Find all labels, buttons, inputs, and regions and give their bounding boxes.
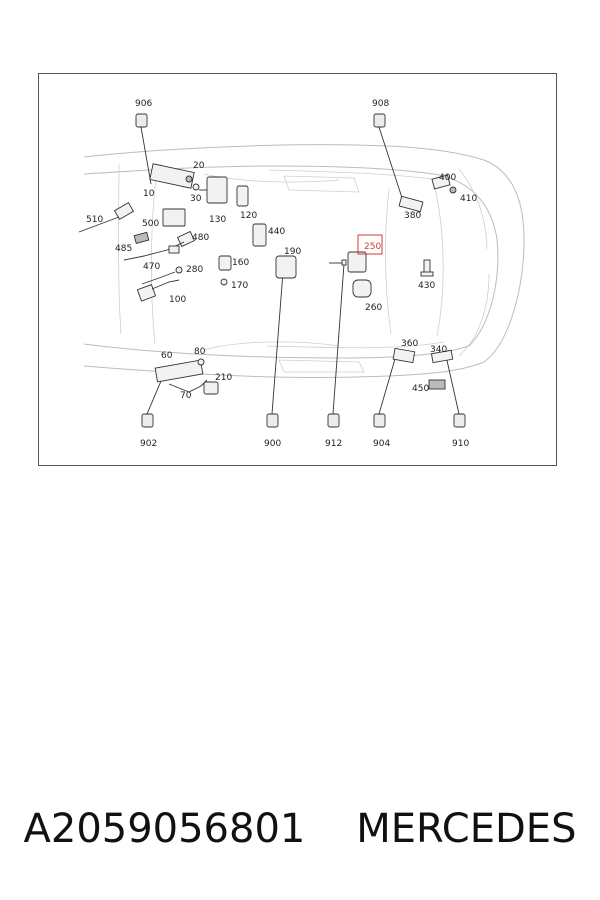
- part-360-340-icon: [392, 347, 454, 364]
- label-280: 280: [186, 265, 203, 275]
- part-30-icon: [192, 183, 200, 191]
- label-250: 250: [364, 242, 381, 252]
- connector-906-icon: [135, 113, 152, 185]
- part-250-icon: [329, 234, 383, 273]
- label-900: 900: [264, 439, 281, 449]
- label-910: 910: [452, 439, 469, 449]
- label-120: 120: [240, 211, 257, 221]
- connector-904-icon: [373, 351, 398, 428]
- label-470: 470: [143, 262, 160, 272]
- connector-910-icon: [445, 355, 466, 428]
- part-120-icon: [236, 185, 249, 207]
- label-60: 60: [161, 351, 173, 361]
- label-510: 510: [86, 215, 103, 225]
- part-130-icon: [199, 176, 228, 204]
- part-450-icon: [428, 379, 446, 390]
- label-912: 912: [325, 439, 342, 449]
- label-190: 190: [284, 247, 301, 257]
- label-210: 210: [215, 373, 232, 383]
- label-904: 904: [373, 439, 390, 449]
- diagram-frame: 906 908 20 10 30 130 120 510 500 485 480…: [38, 73, 557, 466]
- label-906: 906: [135, 99, 152, 109]
- label-500: 500: [142, 219, 159, 229]
- label-360: 360: [401, 339, 418, 349]
- label-410: 410: [460, 194, 477, 204]
- part-500-icon: [162, 208, 186, 227]
- label-160: 160: [232, 258, 249, 268]
- part-485-icon: [133, 231, 150, 244]
- part-510-icon: [78, 202, 135, 233]
- label-908: 908: [372, 99, 389, 109]
- part-labels: 906 908 20 10 30 130 120 510 500 485 480…: [86, 99, 477, 449]
- part-170-icon: [220, 278, 228, 286]
- part-430-icon: [420, 259, 434, 277]
- label-70: 70: [180, 391, 192, 401]
- part-380-icon: [398, 195, 424, 213]
- label-430: 430: [418, 281, 435, 291]
- part-60-80-icon: [154, 358, 205, 383]
- label-30: 30: [190, 194, 202, 204]
- label-100: 100: [169, 295, 186, 305]
- label-380: 380: [404, 211, 421, 221]
- label-130: 130: [209, 215, 226, 225]
- label-260: 260: [365, 303, 382, 313]
- connector-912-icon: [327, 263, 345, 428]
- label-170: 170: [231, 281, 248, 291]
- label-485: 485: [115, 244, 132, 254]
- label-10: 10: [143, 189, 155, 199]
- part-100-icon: [136, 279, 180, 302]
- car-outline: [83, 144, 525, 378]
- connector-900-icon: [266, 271, 284, 428]
- part-210-icon: [203, 381, 219, 395]
- part-260-icon: [352, 279, 372, 298]
- label-902: 902: [140, 439, 157, 449]
- wiring-diagram: 906 908 20 10 30 130 120 510 500 485 480…: [78, 99, 525, 449]
- label-440: 440: [268, 227, 285, 237]
- label-80: 80: [194, 347, 206, 357]
- label-480: 480: [192, 233, 209, 243]
- part-190-icon: [275, 255, 297, 279]
- part-number: A2059056801: [23, 806, 306, 852]
- label-340: 340: [430, 345, 447, 355]
- label-400: 400: [439, 173, 456, 183]
- brand-name: MERCEDES: [356, 806, 577, 852]
- label-450: 450: [412, 384, 429, 394]
- part-280-icon: [141, 266, 183, 285]
- part-160-icon: [218, 255, 232, 271]
- connector-908-icon: [373, 113, 405, 205]
- part-10-20-icon: [149, 163, 195, 189]
- part-440-icon: [252, 223, 267, 247]
- label-20: 20: [193, 161, 205, 171]
- part-400-410-icon: [431, 174, 457, 194]
- part-470-icon: [123, 241, 185, 261]
- connector-902-icon: [141, 373, 165, 428]
- part-caption: A2059056801 MERCEDES: [0, 806, 600, 866]
